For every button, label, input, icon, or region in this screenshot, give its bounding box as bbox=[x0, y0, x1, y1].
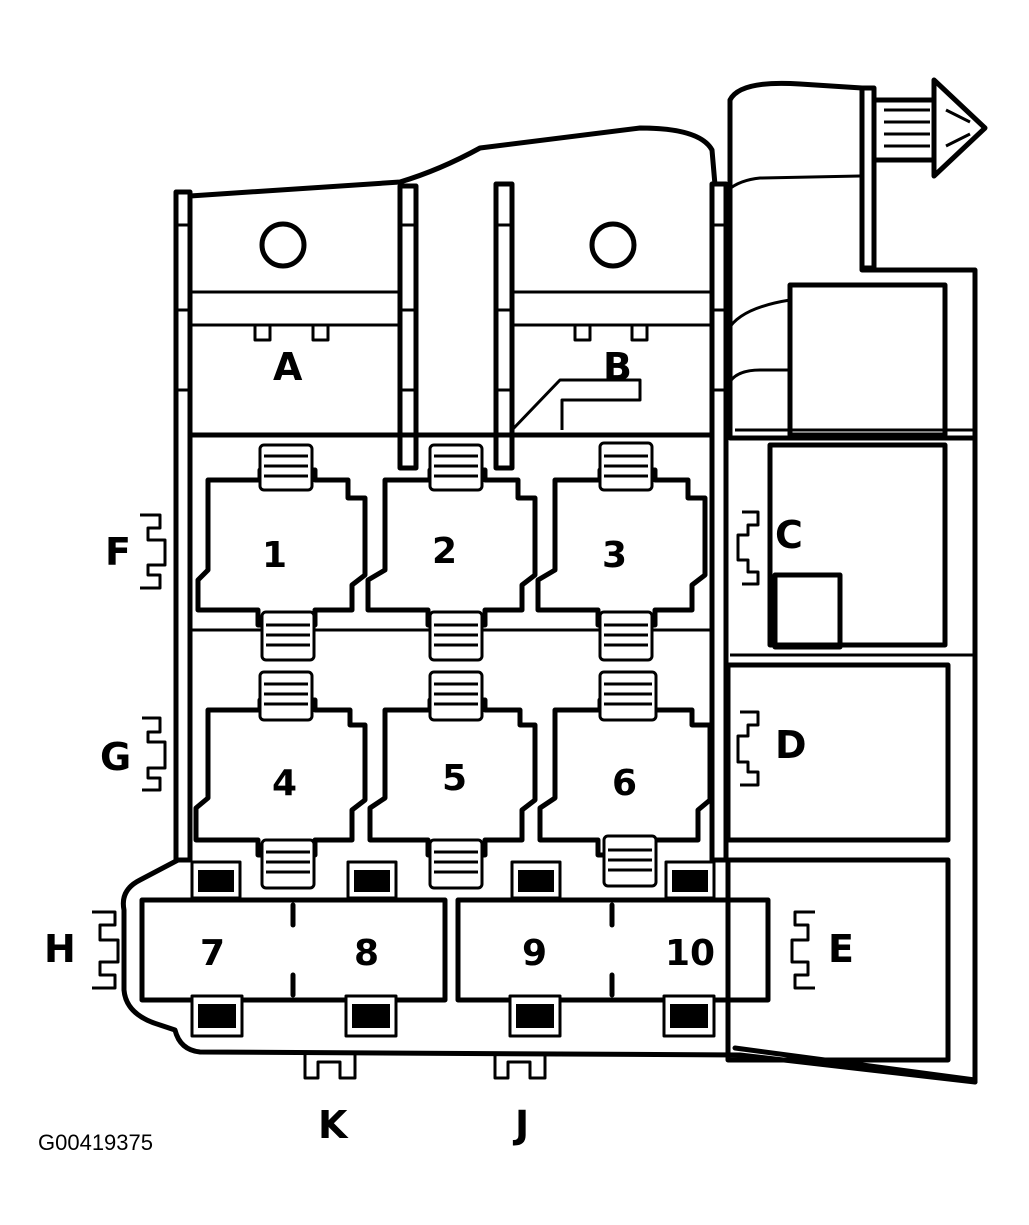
bottom-relay-housing-left bbox=[139, 897, 448, 1003]
connector-b-latch bbox=[573, 325, 649, 342]
upper-right-inner bbox=[727, 174, 861, 192]
relay-position-4: 4 bbox=[272, 763, 297, 804]
mount-hole-right bbox=[589, 221, 637, 269]
right-lower-edge bbox=[732, 1045, 978, 1083]
vertical-rails bbox=[173, 181, 729, 863]
relay-position-1: 1 bbox=[262, 535, 287, 576]
relay-position-8: 8 bbox=[354, 933, 379, 974]
relay-position-5: 5 bbox=[442, 758, 467, 799]
relay-position-2: 2 bbox=[432, 531, 457, 572]
connector-label-k: K bbox=[318, 1103, 349, 1147]
connector-label-b: B bbox=[603, 345, 632, 389]
connector-label-c: C bbox=[775, 513, 803, 557]
connector-label-h: H bbox=[44, 927, 76, 971]
housing-outline bbox=[120, 125, 978, 1085]
figure-id: G00419375 bbox=[38, 1130, 153, 1155]
relay-position-9: 9 bbox=[522, 933, 547, 974]
right-box-small bbox=[772, 572, 843, 650]
right-box-upper bbox=[787, 282, 948, 438]
connector-label-j: J bbox=[512, 1103, 529, 1147]
connector-label-a: A bbox=[273, 345, 303, 389]
connector-a-latch bbox=[253, 325, 330, 342]
mounting-stud bbox=[859, 77, 988, 271]
upper-right-inner-3 bbox=[726, 368, 790, 386]
terminal-blocks bbox=[190, 860, 716, 1038]
relay-position-6: 6 bbox=[612, 763, 637, 804]
connector-label-g: G bbox=[100, 735, 131, 779]
relay-clips bbox=[258, 441, 658, 890]
upper-right-inner-2 bbox=[726, 298, 791, 331]
right-box-lower bbox=[725, 662, 951, 843]
relay-position-7: 7 bbox=[200, 933, 225, 974]
relay-position-10: 10 bbox=[665, 933, 715, 974]
relay-position-3: 3 bbox=[602, 535, 627, 576]
connector-label-d: D bbox=[775, 723, 807, 767]
side-latches bbox=[92, 510, 815, 1080]
mount-hole-left bbox=[259, 221, 307, 269]
bottom-relay-housing-right bbox=[455, 897, 771, 1003]
connector-b-step bbox=[510, 378, 642, 432]
connector-label-e: E bbox=[828, 927, 854, 971]
right-box-mid bbox=[767, 442, 948, 648]
connector-label-f: F bbox=[105, 530, 131, 574]
